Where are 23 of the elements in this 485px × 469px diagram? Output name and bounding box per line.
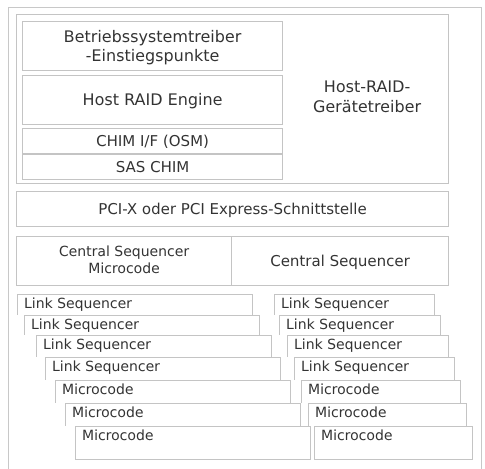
component-box: Microcode (75, 426, 311, 460)
component-box: Central Sequencer (231, 236, 449, 286)
component-box: Link Sequencer (279, 315, 441, 335)
component-box: Microcode (65, 403, 301, 426)
component-box: Microcode (314, 426, 473, 460)
component-box: Central Sequencer Microcode (16, 236, 232, 286)
component-box: Microcode (55, 380, 291, 403)
component-box: Host RAID Engine (22, 75, 283, 125)
component-box: Betriebssystemtreiber -Einstiegspunkte (22, 21, 283, 71)
component-box: Microcode (308, 403, 467, 426)
component-box: Link Sequencer (45, 357, 281, 380)
component-box: Microcode (301, 380, 461, 403)
component-box: Link Sequencer (274, 294, 435, 315)
component-box: Link Sequencer (294, 357, 455, 380)
component-box: CHIM I/F (OSM) (22, 128, 283, 154)
component-box: Link Sequencer (36, 335, 272, 357)
group-heading: Host-RAID-Gerätetreiber (312, 77, 422, 117)
component-box: SAS CHIM (22, 154, 283, 180)
component-box: PCI-X oder PCI Express-Schnittstelle (16, 191, 449, 227)
component-box: Link Sequencer (24, 315, 260, 335)
group-box (16, 14, 449, 184)
component-box: Link Sequencer (287, 335, 449, 357)
component-box: Link Sequencer (17, 294, 253, 315)
